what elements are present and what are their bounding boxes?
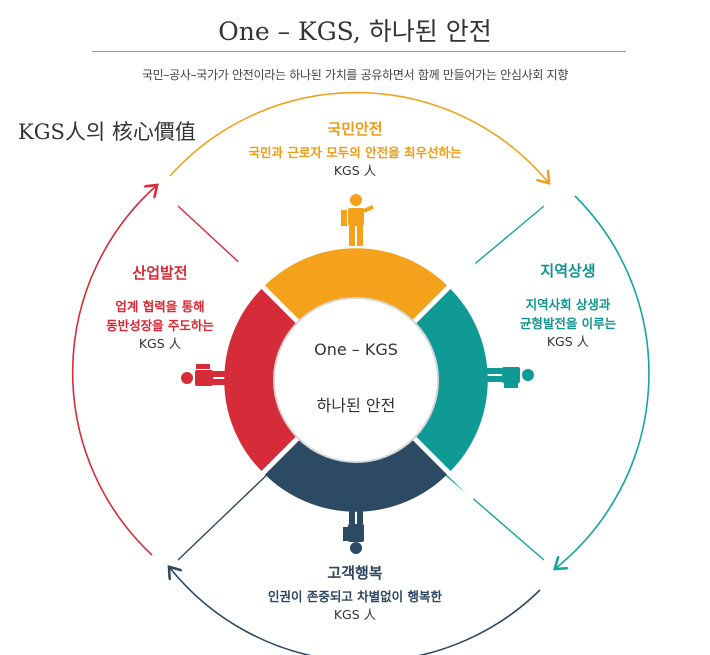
value-bottom: 고객행복 인권이 존중되고 차별없이 행복한 KGS 人 xyxy=(205,562,505,624)
value-right-desc-2: 균형발전을 이루는 xyxy=(519,316,617,331)
person-icon-right xyxy=(482,367,534,388)
value-top: 국민안전 국민과 근로자 모두의 안전을 최우선하는 KGS 人 xyxy=(205,118,505,180)
value-bottom-tail: KGS 人 xyxy=(333,607,377,622)
value-top-tail: KGS 人 xyxy=(333,163,377,178)
title-divider xyxy=(92,51,626,52)
value-left-tail: KGS 人 xyxy=(138,336,182,351)
value-top-desc: 국민과 근로자 모두의 안전을 최우선하는 xyxy=(248,145,462,160)
value-right: 지역상생 지역사회 상생과 균형발전을 이루는 KGS 人 xyxy=(488,260,648,351)
center-circle xyxy=(273,297,439,463)
cycle-arrow-right xyxy=(556,195,650,568)
cycle-arrow-bottom xyxy=(170,568,541,655)
cycle-arrow-top xyxy=(169,91,548,182)
page-subtitle: 국민–공사–국가가 안전이라는 하나된 가치를 공유하면서 함께 만들어가는 안… xyxy=(141,68,569,82)
value-left-title: 산업발전 xyxy=(132,264,188,282)
value-bottom-title: 고객행복 xyxy=(327,564,383,582)
value-left-desc-2: 동반성장을 주도하는 xyxy=(106,318,214,333)
core-values-label: KGS人의 核心價值 xyxy=(18,120,196,144)
person-icon-top xyxy=(341,194,374,246)
cycle-arrow-left xyxy=(71,186,156,556)
value-left-desc-1: 업계 협력을 통해 xyxy=(115,299,205,314)
page-title: One – KGS, 하나된 안전 xyxy=(218,17,492,46)
center-title: One – KGS xyxy=(314,340,398,359)
value-right-tail: KGS 人 xyxy=(546,334,590,349)
value-bottom-desc: 인권이 존중되고 차별없이 행복한 xyxy=(267,589,443,604)
person-icon-left xyxy=(181,364,233,386)
value-left: 산업발전 업계 협력을 통해 동반성장을 주도하는 KGS 人 xyxy=(80,262,240,353)
person-icon-bottom xyxy=(343,506,364,554)
center-subtitle: 하나된 안전 xyxy=(316,396,396,415)
value-right-desc-1: 지역사회 상생과 xyxy=(525,297,611,312)
value-right-title: 지역상생 xyxy=(540,262,596,280)
value-top-title: 국민안전 xyxy=(327,120,383,138)
